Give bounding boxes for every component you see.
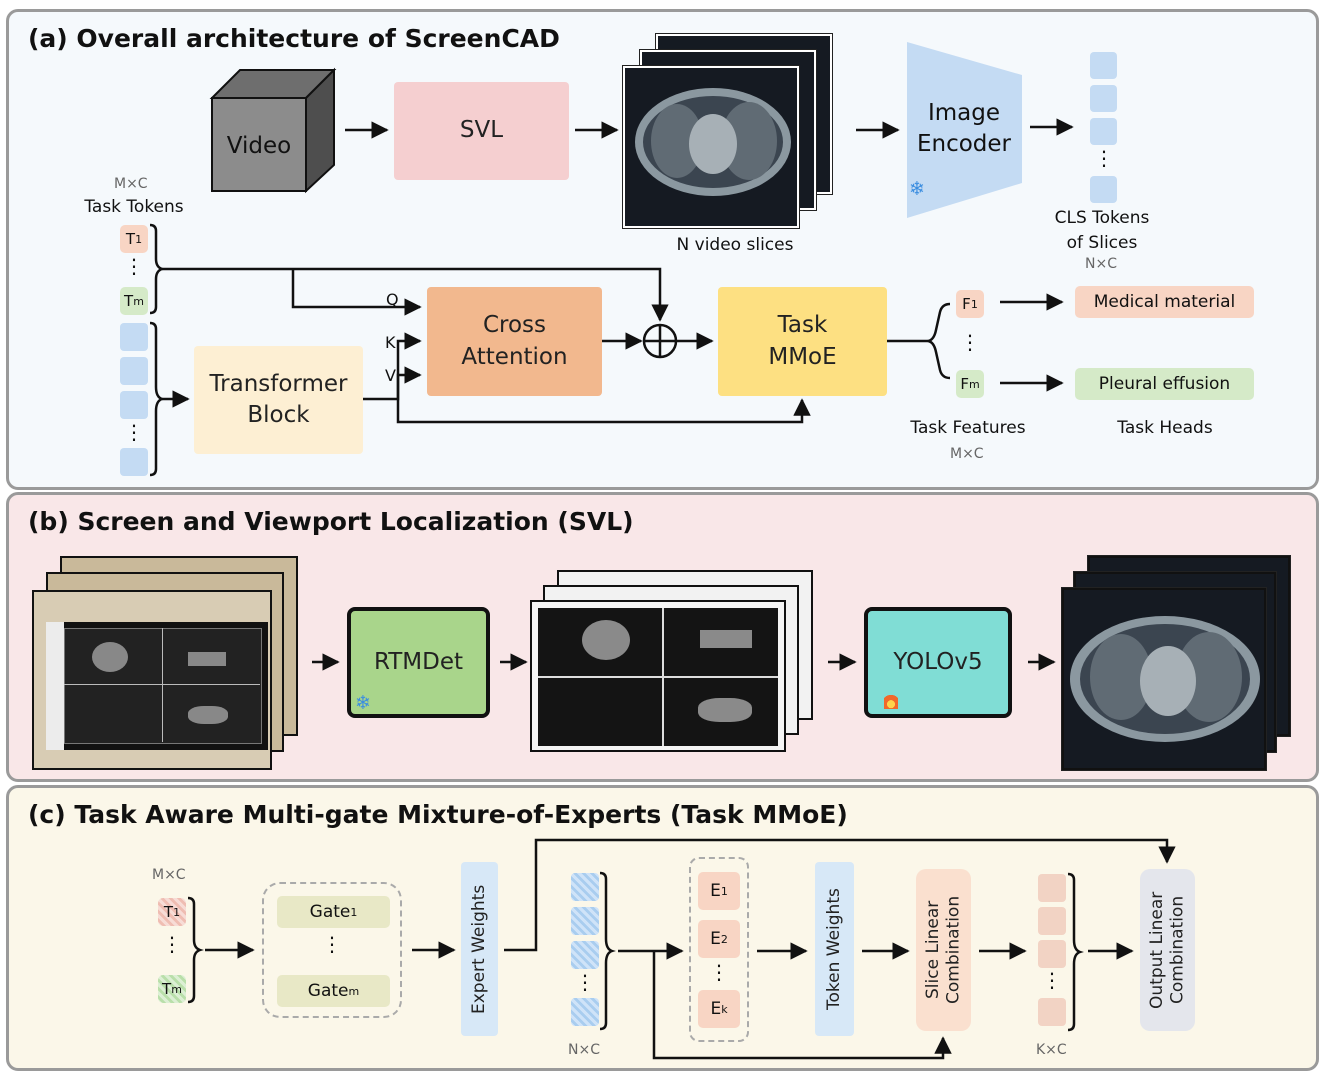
ct-slice-front bbox=[623, 66, 799, 228]
snowflake-icon: ❄ bbox=[909, 178, 925, 200]
c-slice-token bbox=[571, 998, 599, 1026]
slice-token bbox=[120, 323, 148, 351]
c-slice-token bbox=[571, 873, 599, 901]
n-video-slices-label: N video slices bbox=[676, 235, 794, 255]
task-head-pleural-effusion: Pleural effusion bbox=[1075, 368, 1254, 400]
task-features-label: Task Features bbox=[910, 418, 1026, 438]
k-label: K bbox=[385, 333, 396, 352]
svl-box: SVL bbox=[394, 82, 569, 180]
token-weights-box: Token Weights bbox=[815, 862, 854, 1036]
task-features-dim: M×C bbox=[950, 446, 984, 462]
cls-dim: N×C bbox=[1085, 256, 1117, 272]
q-label: Q bbox=[386, 290, 399, 309]
snowflake-icon: ❄ bbox=[355, 692, 371, 714]
expert-vdots: ⋮ bbox=[709, 960, 729, 984]
task-feature-vdots: ⋮ bbox=[960, 330, 980, 354]
c-output-dim: K×C bbox=[1036, 1042, 1067, 1058]
c-output-token bbox=[1038, 940, 1066, 968]
transformer-block: Transformer Block bbox=[194, 346, 363, 454]
slice-token bbox=[120, 391, 148, 419]
slice-token-vdots: ⋮ bbox=[124, 420, 144, 444]
cls-tokens-label-2: of Slices bbox=[1066, 233, 1138, 253]
panel-b-title: (b) Screen and Viewport Localization (SV… bbox=[28, 507, 634, 536]
video-label: Video bbox=[226, 133, 292, 159]
expert-weights-box: Expert Weights bbox=[461, 862, 498, 1036]
slice-linear-combination-box: Slice Linear Combination bbox=[916, 869, 971, 1031]
screen-photo bbox=[32, 590, 272, 770]
task-tokens-label: Task Tokens bbox=[84, 197, 184, 217]
c-slice-vdots: ⋮ bbox=[575, 970, 595, 994]
task-mmoe-box: Task MMoE bbox=[718, 287, 887, 396]
panel-a-title: (a) Overall architecture of ScreenCAD bbox=[28, 24, 560, 53]
rtmdet-box: RTMDet bbox=[347, 607, 490, 718]
task-head-medical-material: Medical material bbox=[1075, 286, 1254, 318]
c-output-vdots: ⋮ bbox=[1042, 968, 1062, 992]
ct-viewport-front bbox=[1062, 588, 1266, 770]
cls-token bbox=[1090, 176, 1117, 203]
cls-token bbox=[1090, 85, 1117, 112]
c-slice-token bbox=[571, 907, 599, 935]
c-output-token bbox=[1038, 874, 1066, 902]
panel-c-title: (c) Task Aware Multi-gate Mixture-of-Exp… bbox=[28, 800, 848, 829]
c-output-token bbox=[1038, 907, 1066, 935]
cls-token bbox=[1090, 118, 1117, 145]
c-slice-token bbox=[571, 941, 599, 969]
gate-group bbox=[262, 882, 402, 1018]
c-slice-dim: N×C bbox=[568, 1042, 600, 1058]
output-linear-combination-box: Output Linear Combination bbox=[1140, 869, 1195, 1031]
task-token-vdots: ⋮ bbox=[124, 254, 144, 278]
c-output-token bbox=[1038, 998, 1066, 1026]
cropped-screen bbox=[530, 600, 786, 752]
v-label: V bbox=[385, 366, 396, 385]
c-task-vdots: ⋮ bbox=[162, 932, 182, 956]
slice-token bbox=[120, 448, 148, 476]
image-encoder-label: Image Encoder bbox=[916, 100, 1012, 158]
slice-token bbox=[120, 357, 148, 385]
task-tokens-dim: M×C bbox=[114, 176, 148, 192]
cls-vdots: ⋮ bbox=[1094, 146, 1114, 170]
cross-attention-box: Cross Attention bbox=[427, 287, 602, 396]
fire-icon bbox=[884, 693, 898, 709]
cls-tokens-label: CLS Tokens bbox=[1054, 208, 1150, 228]
task-heads-label: Task Heads bbox=[1117, 418, 1213, 438]
cls-token bbox=[1090, 52, 1117, 79]
c-task-dim: M×C bbox=[152, 867, 186, 883]
gate-vdots: ⋮ bbox=[322, 932, 342, 956]
